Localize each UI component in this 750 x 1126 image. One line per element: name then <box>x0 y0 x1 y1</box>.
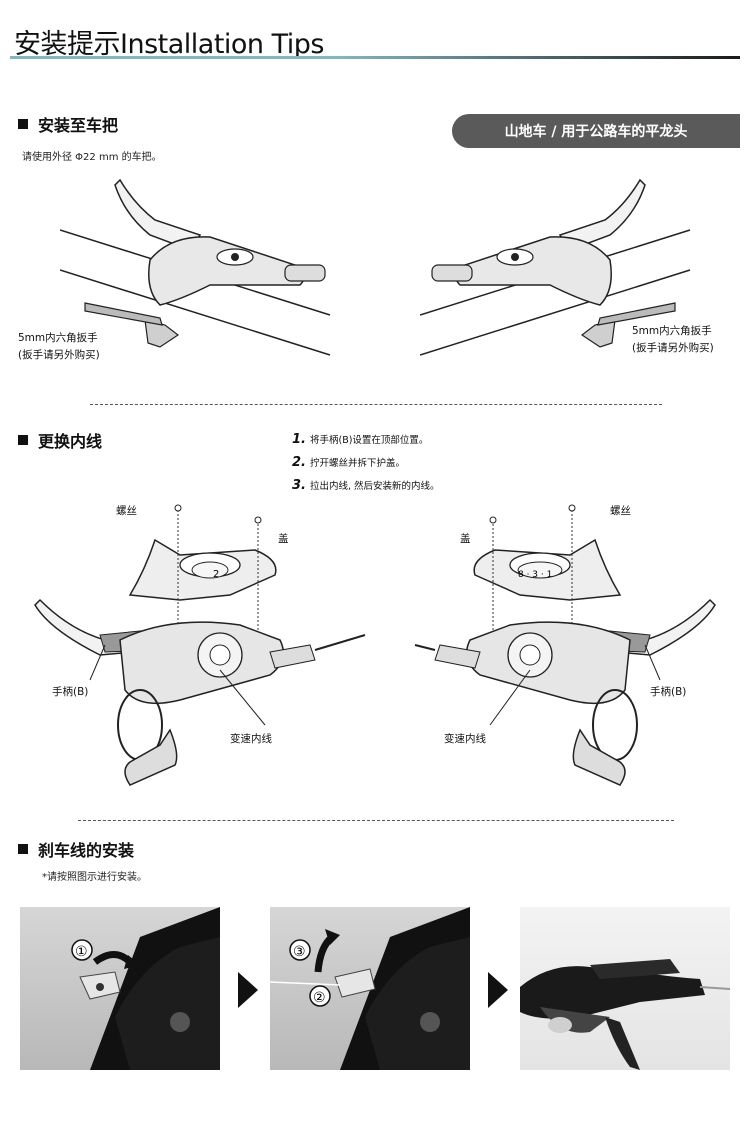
step-number: 3. <box>292 478 306 493</box>
handlebar-note: 请使用外径 Φ22 mm 的车把。 <box>22 152 162 163</box>
left-handle-label: 手柄(B) <box>52 686 89 698</box>
step-number: 2. <box>292 455 306 470</box>
step-item: 2. 拧开螺丝并拆下护盖。 <box>292 455 440 478</box>
page-title: 安装提示Installation Tips <box>14 29 325 60</box>
brake-note: *请按照图示进行安装。 <box>42 872 147 883</box>
left-cover-label: 盖 <box>278 533 289 545</box>
right-exploded-diagram: 8 · 3 · 1 <box>414 504 716 786</box>
right-wrench-line1: 5mm内六角扳手 <box>632 325 712 337</box>
next-arrow-icon <box>488 972 508 1008</box>
right-handle-label: 手柄(B) <box>650 686 687 698</box>
photo3-drawing <box>520 959 730 1070</box>
brake-photo-step3 <box>520 907 730 1070</box>
section-title: 更换内线 <box>38 432 103 451</box>
left-screw-label: 螺丝 <box>116 505 137 517</box>
dial-right-number: 8 · 3 · 1 <box>518 570 552 580</box>
title-underline <box>10 56 740 59</box>
square-bullet-icon <box>18 119 28 129</box>
left-wrench-line2: (扳手请另外购买) <box>18 349 100 361</box>
section-heading-handlebar: 安装至车把 <box>18 112 118 136</box>
square-bullet-icon <box>18 844 28 854</box>
left-inner-cable-label: 变速内线 <box>230 733 272 745</box>
right-cover-label: 盖 <box>460 533 471 545</box>
step-text: 将手柄(B)设置在顶部位置。 <box>310 435 429 446</box>
section-heading-cable: 更换内线 <box>18 428 102 452</box>
left-wrench-line1: 5mm内六角扳手 <box>18 332 98 344</box>
step-text: 拉出内线, 然后安装新的内线。 <box>310 481 440 492</box>
right-wrench-label: 5mm内六角扳手 (扳手请另外购买) <box>632 323 714 357</box>
next-arrow-icon <box>238 972 258 1008</box>
section-title: 刹车线的安装 <box>38 841 135 860</box>
right-screw-label: 螺丝 <box>610 505 631 517</box>
photo2-marker-b: ② <box>313 990 326 1006</box>
left-wrench-label: 5mm内六角扳手 (扳手请另外购买) <box>18 330 100 364</box>
step-item: 1. 将手柄(B)设置在顶部位置。 <box>292 432 440 455</box>
section-heading-brake: 刹车线的安装 <box>18 837 134 861</box>
photo2-marker-a: ③ <box>293 944 306 960</box>
step-text: 拧开螺丝并拆下护盖。 <box>310 458 406 469</box>
bike-type-badge: 山地车 / 用于公路车的平龙头 <box>452 114 740 148</box>
dial-left-number: 2 <box>213 569 219 580</box>
section-divider <box>90 404 662 405</box>
brake-photo-step2: ③ ② <box>270 907 470 1070</box>
section-divider <box>78 820 674 821</box>
left-exploded-diagram: 2 <box>34 504 366 786</box>
photo2-drawing: ③ ② <box>270 907 470 1070</box>
right-shifter-illustration <box>420 178 691 356</box>
right-inner-cable-label: 变速内线 <box>444 733 486 745</box>
step-item: 3. 拉出内线, 然后安装新的内线。 <box>292 478 440 501</box>
square-bullet-icon <box>18 435 28 445</box>
photo1-marker: ① <box>75 944 88 960</box>
cable-steps: 1. 将手柄(B)设置在顶部位置。 2. 拧开螺丝并拆下护盖。 3. 拉出内线,… <box>292 432 440 501</box>
brake-photo-step1: ① <box>20 907 220 1070</box>
right-wrench-line2: (扳手请另外购买) <box>632 342 714 354</box>
step-number: 1. <box>292 432 306 447</box>
photo1-drawing: ① <box>71 907 220 1070</box>
left-shifter-illustration <box>60 178 331 356</box>
section-title: 安装至车把 <box>38 116 119 135</box>
